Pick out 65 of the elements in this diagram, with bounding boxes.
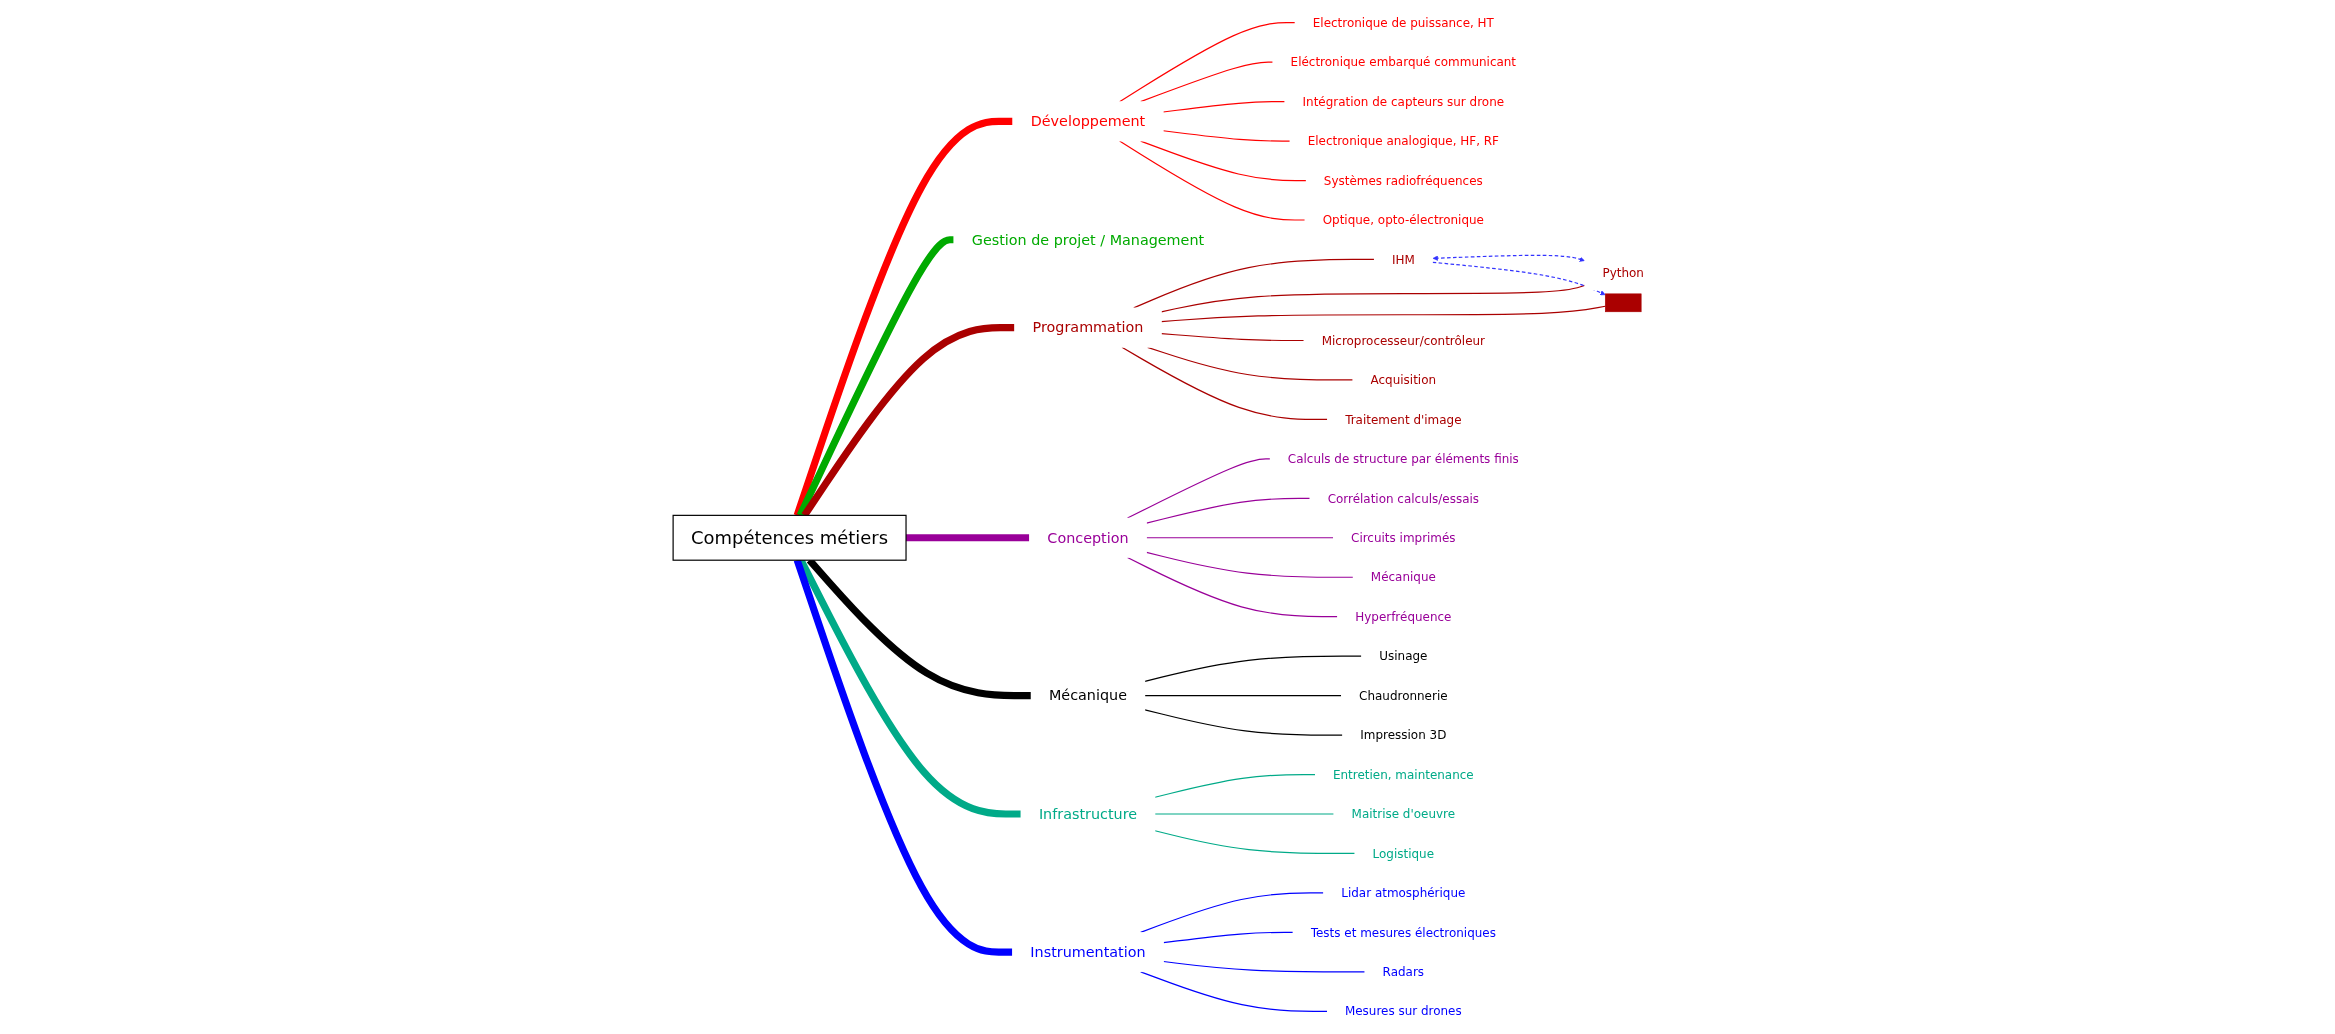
node-text: Programmation [1032,319,1144,336]
node-text: Conception [1047,529,1129,547]
connector [1126,458,1271,519]
node-text: Lidar atmosphérique [1341,885,1466,901]
connector [1140,61,1274,103]
connector [1160,333,1305,342]
node-text: Hyperfréquence [1355,609,1452,624]
node-text: Microprocesseur/contrôleur [1321,333,1485,348]
node-text: Intégration de capteurs sur drone [1302,94,1505,109]
node-text: Systèmes radiofréquences [1323,173,1483,188]
arrow [1432,254,1585,262]
connector [1119,140,1306,221]
node-text: Corrélation calculs/essais [1327,491,1480,506]
node-text: Traitement d'image [1345,412,1462,427]
node-text: Calculs de structure par éléments finis [1287,451,1519,467]
node-text: Maitrise d'oeuvre [1351,806,1456,822]
node-text: Logistique [1372,846,1435,861]
connector [1144,695,1342,697]
node-bar [1605,293,1642,313]
node-text: Chaudronnerie [1359,688,1448,703]
connector [793,117,1013,517]
node-text: Tests et mesures électroniques [1310,925,1496,940]
connector [1162,101,1286,113]
node-text: Développement [1030,113,1146,130]
connector [793,559,1013,956]
node-text: Radars [1382,964,1425,979]
node-text: Entretien, maintenance [1332,767,1474,782]
connector [1140,971,1328,1012]
connector [1140,892,1324,933]
connector [1145,537,1334,539]
node-text: Gestion de projet / Management [971,231,1205,249]
connector [906,534,1030,542]
node-text: Mécanique [1370,570,1436,585]
connector [1162,130,1291,142]
connector [1154,773,1316,798]
node-text: Instrumentation [1030,943,1146,961]
node-text: Mécanique [1048,687,1127,704]
connector [1160,284,1586,313]
node-text: Electronique de puissance, HT [1312,15,1494,30]
node-text: Acquisition [1370,372,1437,388]
connector [1160,305,1606,323]
connector [1162,960,1366,973]
connector [1121,346,1328,420]
node-text: Optique, opto-électronique [1322,212,1484,228]
node-text: Mesures sur drones [1344,1004,1462,1019]
connector [1126,556,1338,618]
connector [796,236,954,517]
node-text: Python [1602,265,1644,280]
connector [1162,931,1294,944]
connector [1119,22,1296,103]
node-box: Compétences métiers [672,514,907,561]
node-text: Usinage [1379,648,1428,664]
connector [1144,709,1343,736]
node-text: Impression 3D [1360,727,1447,743]
connector [1145,551,1354,578]
node-text: IHM [1391,252,1415,267]
connector [1133,258,1375,309]
connector [1154,830,1356,855]
node-text: Circuits imprimés [1351,530,1456,545]
connector [1145,497,1311,524]
arrow [1432,261,1606,296]
node-text: Electronique analogique, HF, RF [1307,133,1499,149]
node-text: Infrastructure [1038,805,1138,823]
node-text: Eléctronique embarqué communicant [1290,55,1517,70]
connector [1144,655,1362,682]
